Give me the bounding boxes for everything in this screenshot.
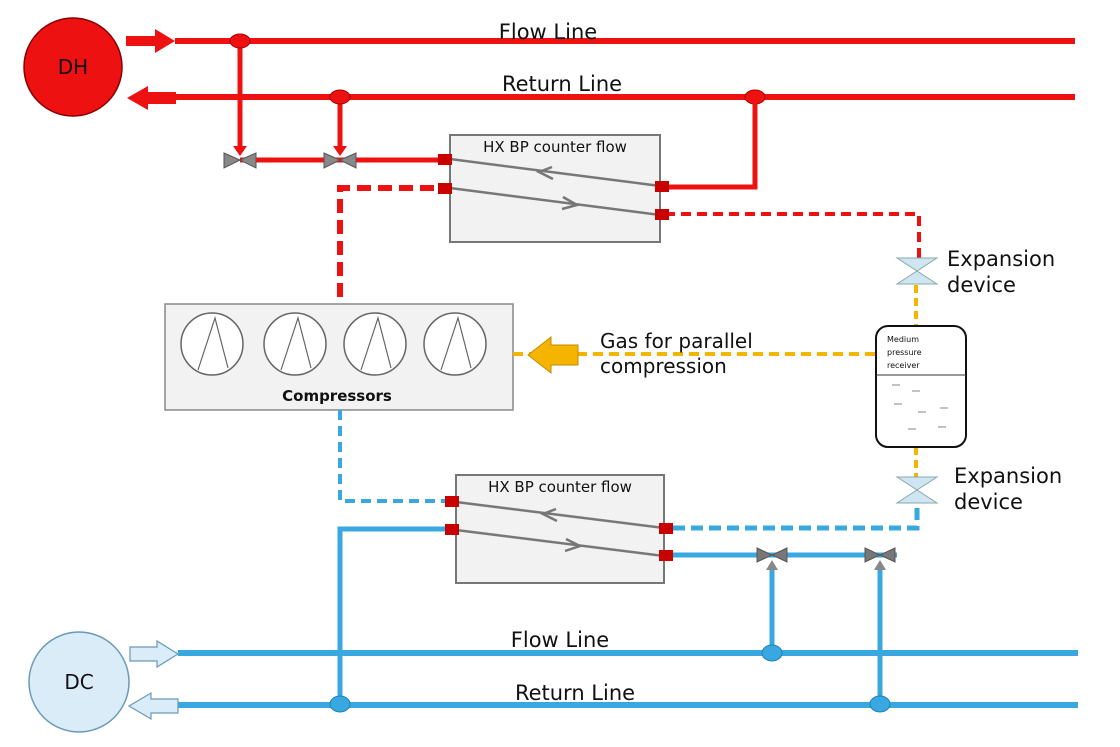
dc-network: Flow Line Return Line DC: [28, 410, 1078, 733]
expansion-top-label-2: device: [947, 273, 1016, 297]
hx-bottom-title: HX BP counter flow: [488, 478, 632, 496]
dc-flow-line-label: Flow Line: [511, 628, 609, 652]
expansion-bottom-label-1: Expansion: [954, 464, 1062, 488]
parallel-gas: Gas for parallel compression: [513, 285, 918, 477]
dh-node: [23, 17, 123, 117]
expansion-device-top[interactable]: [895, 257, 939, 285]
dc-hx-return-pipe: [337, 526, 445, 704]
dh-branch-flow-arrowhead: [233, 146, 247, 156]
compressors-label: Compressors: [282, 387, 392, 405]
receiver-liquid-marks: [892, 384, 948, 430]
refrigerant-hot-gas-line: [337, 185, 445, 297]
dc-valve-2[interactable]: [864, 547, 896, 563]
refrigerant-evaporator-feed: [673, 503, 920, 531]
gas-label-line2: compression: [600, 354, 727, 378]
expansion-device-bottom[interactable]: [895, 476, 939, 504]
dc-valve-1[interactable]: [756, 547, 788, 563]
refrigerant-suction-line: [338, 410, 445, 503]
compressor-2: [263, 312, 327, 376]
dh-junction-dot: [329, 89, 351, 105]
hx-bottom: HX BP counter flow: [445, 474, 673, 584]
refrigerant-condensed-line: [665, 212, 921, 258]
dh-junction-dot: [229, 33, 251, 49]
gas-label-line1: Gas for parallel: [600, 329, 753, 353]
dc-return-line-label: Return Line: [515, 681, 635, 705]
dh-valve-1[interactable]: [223, 152, 257, 169]
dc-node: [28, 631, 130, 733]
receiver-label-3: receiver: [887, 361, 920, 370]
hx-top: HX BP counter flow: [438, 134, 669, 243]
compressor-3: [343, 312, 407, 376]
expansion-bottom-label-2: device: [954, 490, 1023, 514]
gas-direction-arrow: [527, 335, 579, 375]
dh-return-arrow: [127, 86, 176, 110]
dh-hx-outlet-line: [665, 97, 758, 190]
dc-branch-1-arrowhead: [766, 560, 778, 570]
dh-flow-line-label: Flow Line: [499, 20, 597, 44]
receiver-label-2: pressure: [887, 348, 922, 357]
dc-branch-2-arrowhead: [874, 560, 886, 570]
dh-node-label: DH: [58, 55, 88, 79]
dc-junction-dot: [329, 695, 351, 713]
dc-return-arrow: [127, 691, 179, 721]
dh-flow-arrow: [126, 29, 175, 53]
dc-node-label: DC: [64, 670, 93, 694]
dc-junction-dot: [869, 695, 891, 713]
compressor-1: [180, 312, 244, 376]
dh-return-line-label: Return Line: [502, 72, 622, 96]
compressor-4: [423, 312, 487, 376]
dh-valve-2[interactable]: [323, 152, 357, 169]
receiver-label-1: Medium: [887, 335, 919, 344]
medium-pressure-receiver: Medium pressure receiver: [875, 325, 967, 448]
dh-network: DH Flow Line Return Line: [23, 17, 1075, 297]
compressors-block: Compressors: [164, 303, 514, 411]
dc-junction-dot: [761, 644, 783, 662]
expansion-top-label-1: Expansion: [947, 247, 1055, 271]
dh-branch-return-arrowhead: [333, 146, 347, 156]
dc-flow-arrow: [129, 639, 180, 669]
hx-top-title: HX BP counter flow: [483, 138, 627, 156]
